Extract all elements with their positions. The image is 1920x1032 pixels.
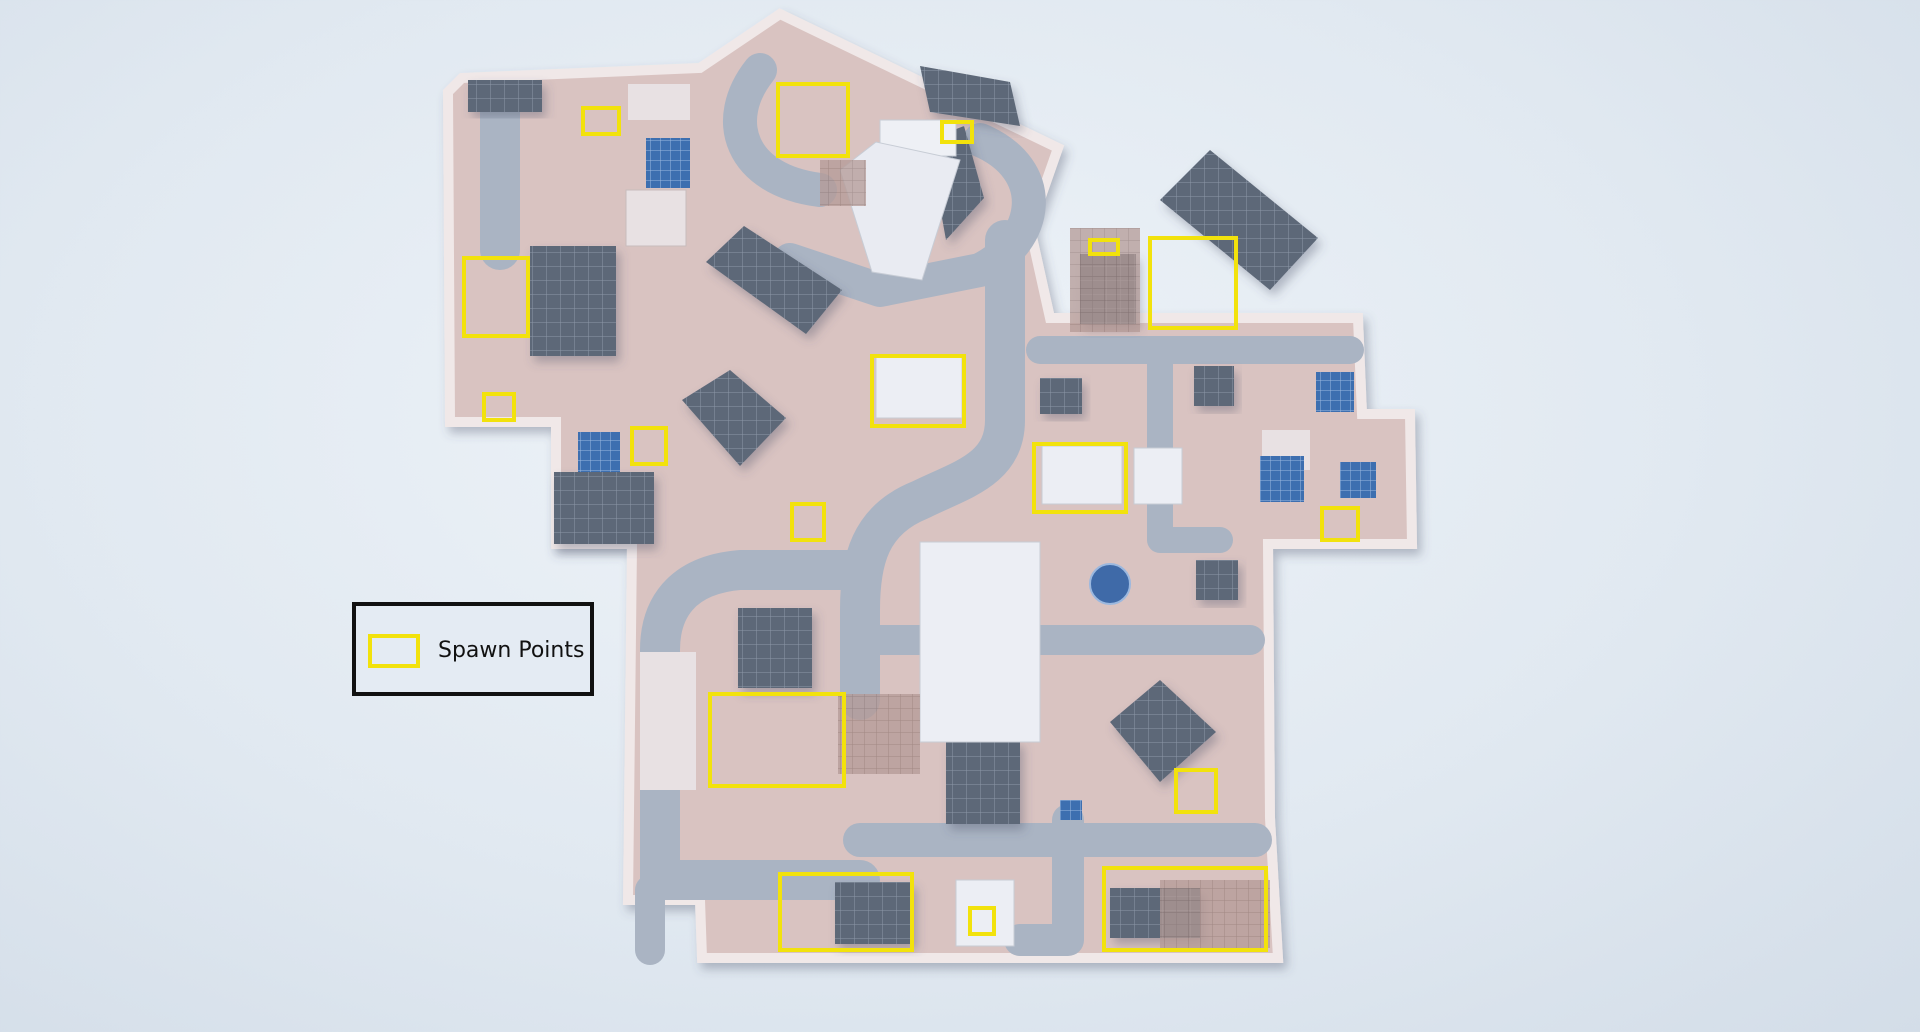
spawn-point [581, 106, 621, 136]
spawn-points [462, 82, 1360, 952]
spawn-point [776, 82, 850, 158]
spawn-point [1320, 506, 1360, 542]
spawn-point [1148, 236, 1238, 330]
spawn-point [870, 354, 966, 428]
spawn-point [1102, 866, 1268, 952]
spawn-point [630, 426, 668, 466]
road-network [480, 53, 1364, 965]
legend-label: Spawn Points [438, 638, 585, 663]
spawn-point [1174, 768, 1218, 814]
spawn-point [1088, 238, 1120, 256]
tiled-areas [820, 160, 1270, 948]
light-structures [625, 84, 1310, 947]
spawn-point [940, 120, 974, 144]
spawn-points-legend: Spawn Points [352, 602, 594, 696]
spawn-point [1032, 442, 1128, 514]
spawn-point [778, 872, 914, 952]
spawn-point [968, 906, 996, 936]
spawn-point [482, 392, 516, 422]
glass-panels [578, 138, 1376, 820]
spawn-point [708, 692, 846, 788]
spawn-point [790, 502, 826, 542]
buildings [468, 66, 1318, 944]
spawn-point-swatch [368, 634, 420, 668]
spawn-point [462, 256, 530, 338]
